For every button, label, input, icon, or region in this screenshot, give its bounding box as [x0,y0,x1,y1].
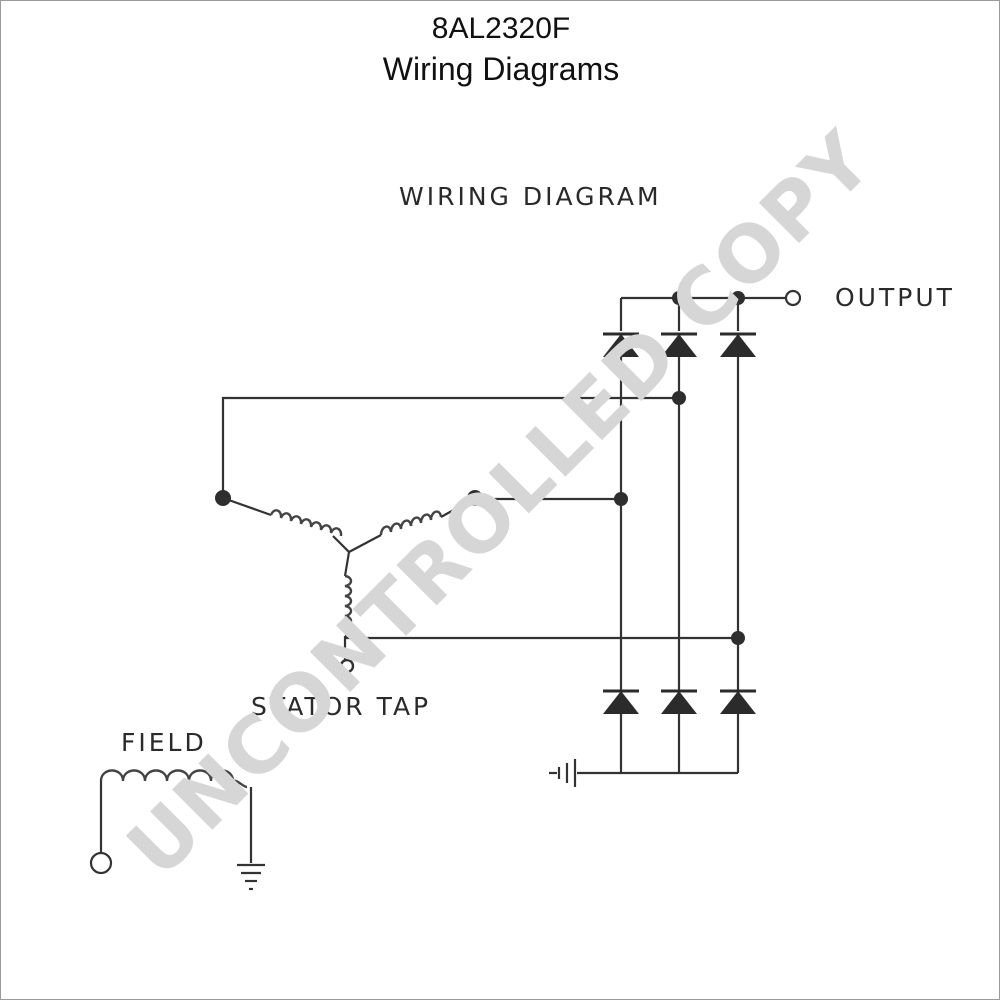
stator-tap-label: STATOR TAP [251,692,431,721]
field-label: FIELD [121,728,207,757]
diode [720,334,756,357]
stator-coil [344,574,353,638]
stator-tap-terminal [339,658,355,674]
page-title: Wiring Diagrams [382,51,620,87]
diode [603,691,639,714]
header: 8AL2320F Wiring Diagrams [1,11,1000,91]
phase-junction-dot [614,492,628,506]
lower-diodes [603,689,756,714]
field-coil [99,769,248,789]
chassis-ground-icon [549,759,577,787]
stator-coil [379,510,443,536]
model-id: 8AL2320F [431,12,571,45]
upper-diodes [603,332,756,357]
field-ground-icon [237,863,265,891]
ground-bus [549,714,740,787]
diode [661,691,697,714]
stator-coil [269,509,343,537]
diode [603,334,639,357]
diode [720,691,756,714]
output-bus [619,289,802,331]
phase-wires [221,391,745,645]
output-terminal [784,289,802,307]
field-terminal [89,851,113,875]
uncontrolled-copy-watermark: UNCONTROLLED COPY [111,115,891,895]
phase-junction-dot [731,631,745,645]
output-label: OUTPUT [835,283,955,312]
output-junction-dot [731,291,745,305]
field-circuit: FIELD [89,728,265,891]
stator-windings [215,490,483,674]
diagram-heading: WIRING DIAGRAM [399,182,662,211]
diode [661,334,697,357]
phase-junction-dot [672,391,686,405]
output-junction-dot [672,291,686,305]
